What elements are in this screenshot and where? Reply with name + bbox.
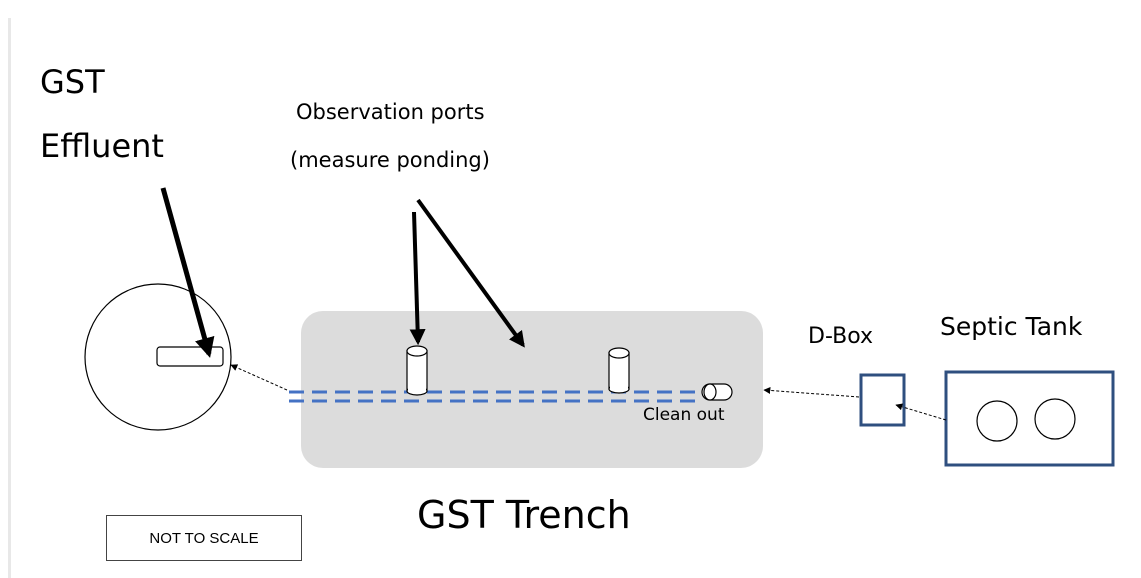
left-margin-rule <box>8 18 11 578</box>
flow-arrow-trench-to-effluent <box>230 364 288 391</box>
observation-ports-label: Observation ports <box>296 100 485 124</box>
callout-arrow-port-area <box>416 198 525 348</box>
clean-out-label: Clean out <box>643 405 725 425</box>
d-box <box>859 373 906 427</box>
septic-tank <box>944 370 1115 467</box>
septic-tank-opening-2 <box>1034 398 1076 440</box>
callout-arrow-effluent <box>160 187 215 358</box>
observation-port-2 <box>608 347 630 394</box>
clean-out-cylinder <box>701 383 733 401</box>
not-to-scale-label: NOT TO SCALE <box>149 529 259 547</box>
gst-trench-label: GST Trench <box>417 493 631 537</box>
septic-tank-opening-1 <box>976 400 1018 442</box>
d-box-label: D-Box <box>808 324 873 349</box>
gst-label: GST <box>40 63 105 101</box>
not-to-scale-box: NOT TO SCALE <box>106 515 302 561</box>
observation-port-1 <box>406 345 428 396</box>
measure-ponding-label: (measure ponding) <box>290 148 490 172</box>
callout-arrow-port-1 <box>409 211 426 346</box>
septic-tank-label: Septic Tank <box>940 312 1083 341</box>
effluent-outlet-pipe <box>156 346 224 367</box>
effluent-label: Effluent <box>40 127 164 165</box>
gst-trench-area <box>301 311 763 468</box>
flow-arrow-dbox-to-cleanout <box>763 386 860 398</box>
flow-arrow-tank-to-dbox <box>895 403 947 421</box>
